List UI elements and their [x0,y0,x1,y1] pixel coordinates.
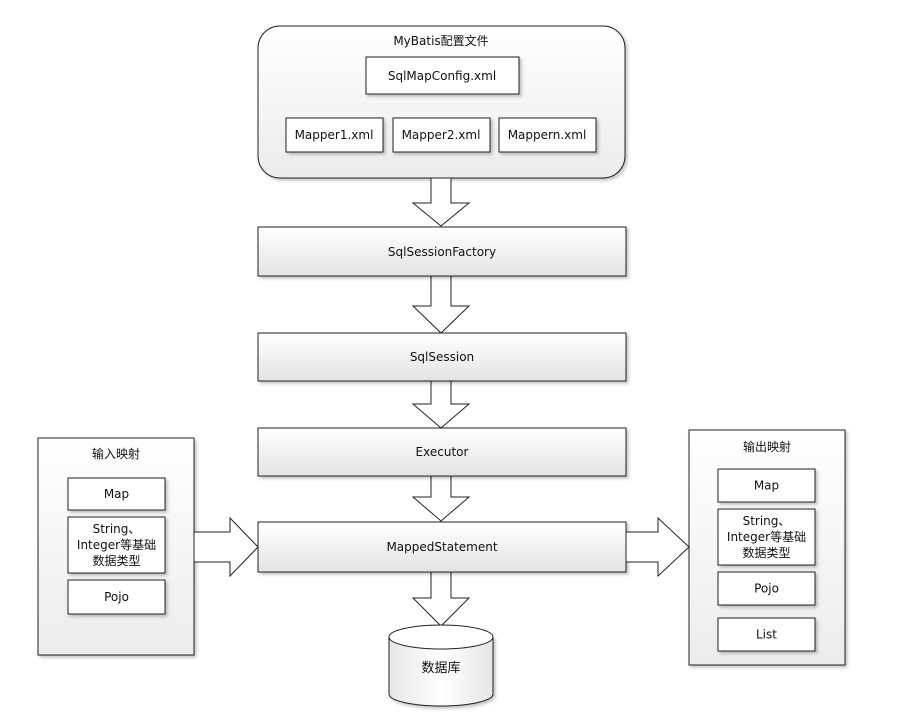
output-mapping-item-2-line-0: Pojo [754,582,779,596]
input-mapping-item-2-line-0: Pojo [104,590,129,604]
output-mapping-item-0: Map [717,468,816,503]
sqlsessionfactory-label: SqlSessionFactory [388,245,496,259]
arrow-down-3 [411,380,471,429]
config-title: MyBatis配置文件 [393,33,488,48]
executor-label: Executor [416,445,469,459]
output-mapping-item-1-line-0: String、 [743,514,791,528]
arrow-down-1 [411,177,471,227]
output-mapping-item-2: Pojo [717,571,816,606]
sqlmapconfig-label: SqlMapConfig.xml [388,69,496,83]
output-mapping-title: 输出映射 [743,439,791,454]
input-mapping-item-1-line-1: Integer等基础 [77,538,156,552]
input-mapping-item-1-line-0: String、 [93,522,141,536]
input-mapping-title: 输入映射 [92,446,140,461]
sqlmapconfig-box: SqlMapConfig.xml [365,56,520,95]
arrow-down-4 [411,475,471,522]
input-mapping-item-1-line-2: 数据类型 [92,553,140,568]
mappern-label: Mappern.xml [508,128,587,142]
mappedstatement-label: MappedStatement [386,540,497,554]
executor-box: Executor [257,427,627,477]
sqlsessionfactory-box: SqlSessionFactory [257,226,627,277]
mapper1-box: Mapper1.xml [285,117,384,153]
output-mapping-item-3: List [717,617,816,652]
input-mapping-item-0: Map [67,477,166,511]
input-mapping-item-0-line-0: Map [104,487,129,501]
database-label: 数据库 [421,660,460,676]
mapper2-label: Mapper2.xml [402,128,481,142]
sqlsession-box: SqlSession [257,332,627,382]
mapper1-label: Mapper1.xml [295,128,374,142]
output-mapping-item-3-line-0: List [756,628,777,642]
mappern-box: Mappern.xml [498,117,597,153]
output-mapping-item-1-line-2: 数据类型 [742,545,790,560]
output-mapping-item-1-line-1: Integer等基础 [727,530,806,544]
arrow-right-input [193,516,259,578]
sqlsession-label: SqlSession [410,350,474,364]
arrow-down-2 [411,275,471,334]
input-mapping-item-2: Pojo [67,579,166,615]
database-cylinder: 数据库 [388,624,494,707]
config-container: MyBatis配置文件 SqlMapConfig.xml Mapper1.xml… [257,25,626,179]
mappedstatement-box: MappedStatement [257,521,627,573]
arrow-down-5 [411,571,471,627]
output-mapping-item-0-line-0: Map [754,479,779,493]
arrow-right-output [625,516,690,578]
mapper2-box: Mapper2.xml [392,117,491,153]
